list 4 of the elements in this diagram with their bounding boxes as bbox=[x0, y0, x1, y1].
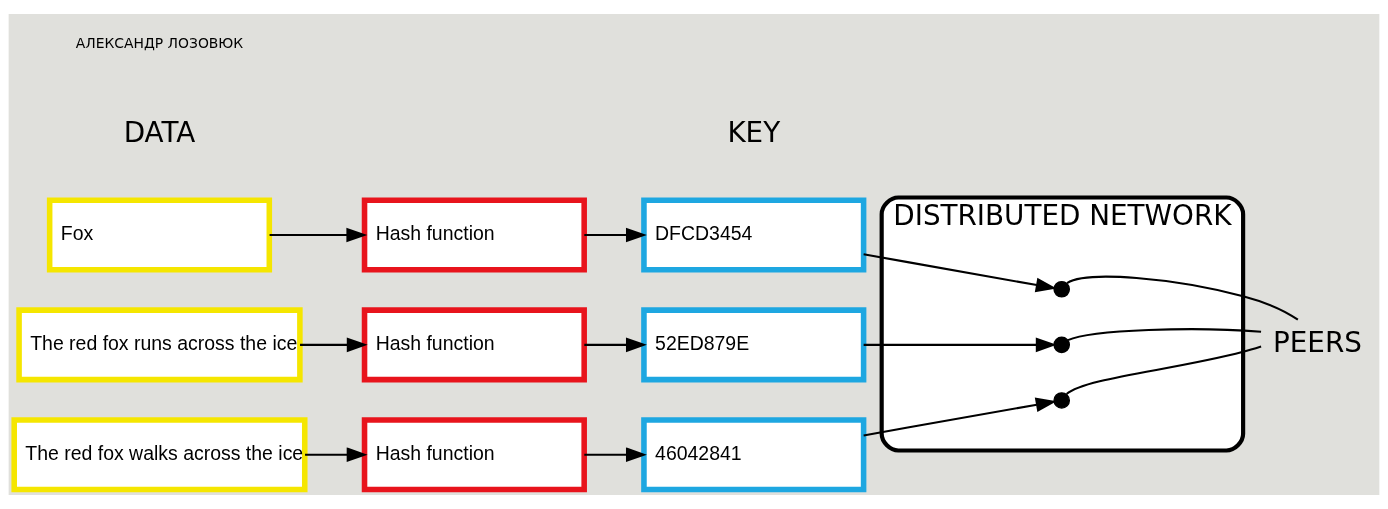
node-text: PEERS bbox=[1273, 325, 1362, 359]
label: АЛЕКСАНДР ЛОЗОВЮК bbox=[75, 35, 244, 52]
label: DATA bbox=[123, 115, 196, 149]
label: KEY bbox=[727, 115, 781, 149]
